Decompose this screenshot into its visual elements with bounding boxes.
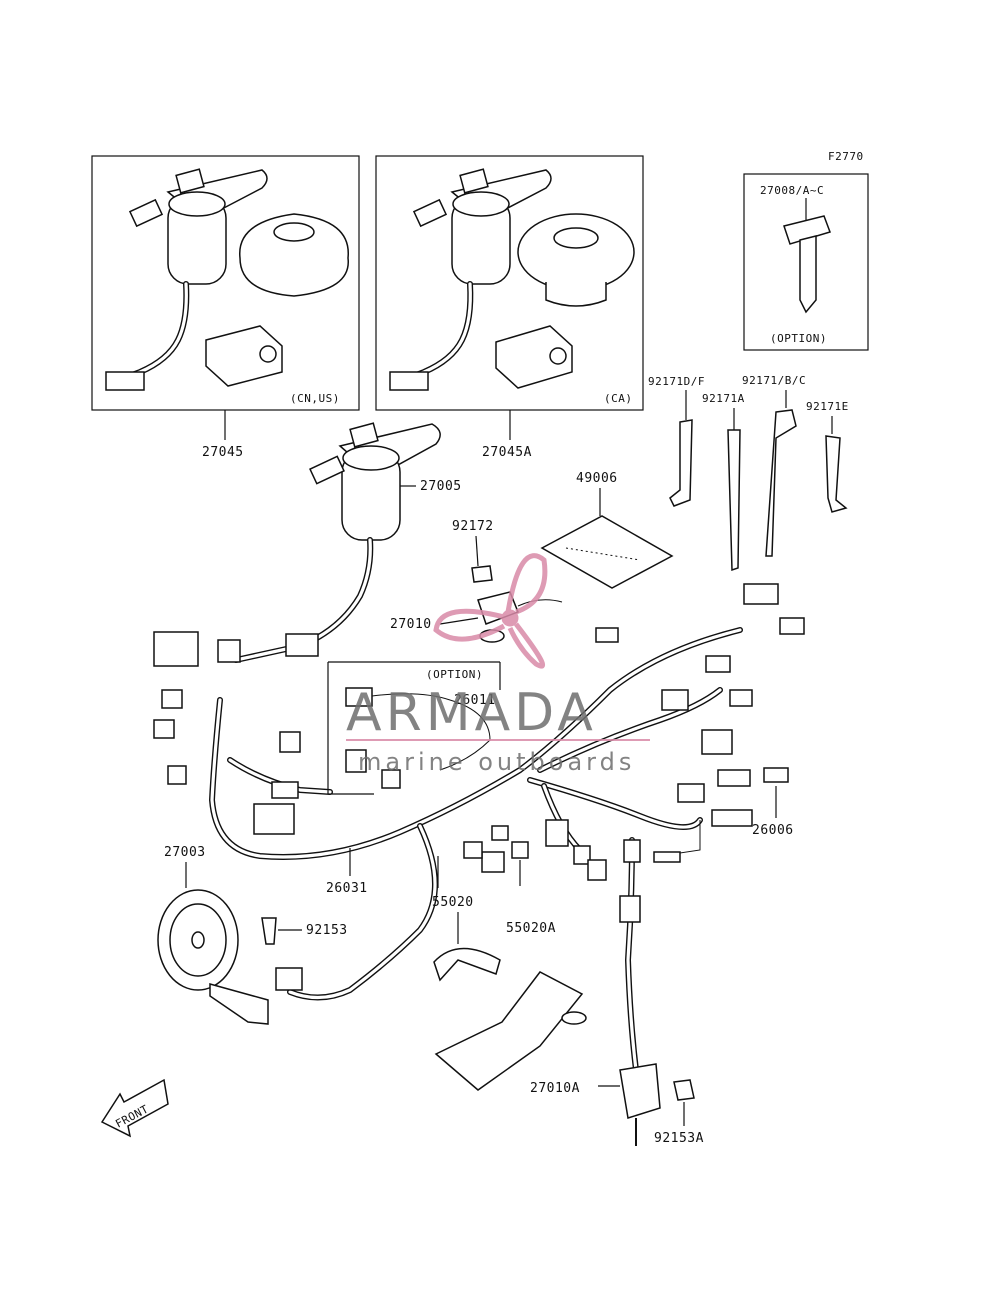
connector-icon bbox=[279, 731, 301, 753]
connector-icon bbox=[253, 803, 295, 835]
part-label-92172: 92172 bbox=[452, 519, 494, 534]
part-label-27005: 27005 bbox=[420, 479, 462, 494]
connector-icon bbox=[701, 729, 733, 755]
connector-icon bbox=[381, 769, 401, 789]
connector-icon bbox=[661, 689, 689, 711]
connector-icon bbox=[677, 783, 705, 803]
connector-icon bbox=[619, 895, 641, 923]
option-key-label: (OPTION) bbox=[770, 332, 827, 345]
spare-key-icon bbox=[309, 455, 345, 485]
part-label-92171DF: 92171D/F bbox=[648, 375, 705, 388]
figure-code: F2770 bbox=[828, 150, 864, 163]
seat-lock-icon bbox=[495, 325, 573, 389]
part-label-49006: 49006 bbox=[576, 471, 618, 486]
watermark-tagline: marine outboards bbox=[358, 748, 635, 776]
main-harness-26031 bbox=[153, 537, 805, 1073]
connector-icon bbox=[105, 371, 145, 391]
ignition-key-icon bbox=[175, 168, 205, 194]
part-label-26031: 26031 bbox=[326, 881, 368, 896]
connector-icon bbox=[153, 631, 199, 667]
part-label-55020: 55020 bbox=[432, 895, 474, 910]
bolt-icon bbox=[673, 1079, 695, 1101]
part-label-27008: 27008/A~C bbox=[760, 184, 824, 197]
part-label-92171BC: 92171/B/C bbox=[742, 374, 806, 387]
part-label-27010A: 27010A bbox=[530, 1081, 580, 1096]
connector-icon bbox=[623, 839, 641, 863]
part-label-27010: 27010 bbox=[390, 617, 432, 632]
connector-icon bbox=[161, 689, 183, 709]
connector-icon bbox=[711, 809, 753, 827]
connector-icon bbox=[167, 765, 187, 785]
clamp-icon bbox=[669, 419, 693, 507]
connector-icon bbox=[345, 749, 367, 773]
band-icon bbox=[727, 429, 741, 572]
part-label-26011: 26011 bbox=[454, 693, 496, 708]
bolt-icon bbox=[471, 565, 493, 583]
variant-label-ca: (CA) bbox=[604, 392, 633, 405]
propeller-icon bbox=[433, 553, 548, 669]
spare-key-icon bbox=[128, 198, 164, 228]
label-sticker-icon bbox=[540, 515, 674, 589]
connector-icon bbox=[587, 859, 607, 881]
watermark-brand: ARMADA bbox=[346, 683, 597, 743]
seat-lock-icon bbox=[205, 325, 283, 387]
spare-key-icon bbox=[412, 198, 448, 228]
ignition-key-icon bbox=[349, 422, 379, 448]
connector-icon bbox=[275, 967, 303, 991]
cover-icon bbox=[433, 947, 501, 982]
option-harness-label: (OPTION) bbox=[426, 668, 483, 681]
connector-icon bbox=[779, 617, 805, 635]
band-icon bbox=[765, 409, 797, 557]
connector-icon bbox=[573, 845, 591, 865]
part-label-92171A: 92171A bbox=[702, 392, 745, 405]
connector-icon bbox=[153, 719, 175, 739]
ignition-set-box-cn-us: (CN,US) bbox=[91, 155, 360, 411]
fuel-cap-icon bbox=[239, 213, 349, 297]
part-label-92153A: 92153A bbox=[654, 1131, 704, 1146]
connector-icon bbox=[345, 687, 373, 707]
bolt-icon bbox=[261, 917, 277, 945]
part-label-26006: 26006 bbox=[752, 823, 794, 838]
ignition-switch-27005 bbox=[309, 422, 441, 541]
connector-icon bbox=[595, 627, 619, 643]
part-label-27045A: 27045A bbox=[482, 445, 532, 460]
key-blank-icon bbox=[783, 215, 831, 245]
connector-icon bbox=[217, 639, 241, 663]
connector-icon bbox=[705, 655, 731, 673]
connector-icon bbox=[743, 583, 779, 605]
clamp-icon bbox=[825, 435, 848, 513]
connector-icon bbox=[271, 781, 299, 799]
connector-icon bbox=[729, 689, 753, 707]
connector-icon bbox=[389, 371, 429, 391]
part-label-92153: 92153 bbox=[306, 923, 348, 938]
option-key-box: 27008/A~C (OPTION) bbox=[743, 173, 869, 351]
fuel-cap-icon bbox=[517, 213, 635, 291]
connector-icon bbox=[717, 769, 751, 787]
bracket-icon bbox=[434, 971, 584, 1091]
ignition-set-box-ca: (CA) bbox=[375, 155, 644, 411]
horn-icon bbox=[157, 889, 269, 1025]
variant-label-cn-us: (CN,US) bbox=[290, 392, 340, 405]
part-label-92171E: 92171E bbox=[806, 400, 849, 413]
connector-icon bbox=[511, 841, 529, 859]
connector-icon bbox=[545, 819, 569, 847]
connector-icon bbox=[285, 633, 319, 657]
connector-icon bbox=[491, 825, 509, 841]
ignition-key-icon bbox=[459, 168, 489, 194]
front-direction-arrow: FRONT bbox=[100, 1078, 169, 1138]
part-label-27003: 27003 bbox=[164, 845, 206, 860]
connector-icon bbox=[481, 851, 505, 873]
part-label-55020A: 55020A bbox=[506, 921, 556, 936]
part-label-27045: 27045 bbox=[202, 445, 244, 460]
connector-icon bbox=[463, 841, 483, 859]
armada-watermark: ARMADA marine outboards bbox=[346, 553, 650, 776]
side-stand-switch-icon bbox=[619, 1063, 661, 1119]
fuse-icon bbox=[763, 767, 789, 783]
